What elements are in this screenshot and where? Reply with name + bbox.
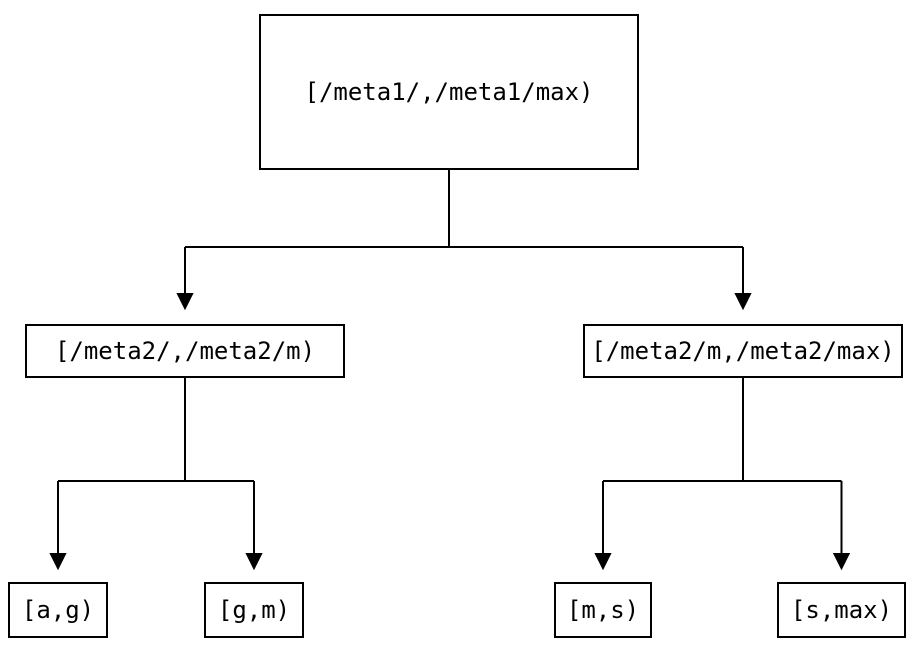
arrowhead-to-leaf-ms [594,553,612,571]
arrowhead-to-leaf-smax [832,553,851,571]
tree-node-leaf-ag-label: [a,g) [21,596,95,624]
tree-node-root: [/meta1/,/meta1/max) [259,14,639,170]
tree-node-meta2-high-label: [/meta2/m,/meta2/max) [591,337,895,365]
tree-node-meta2-low-label: [/meta2/,/meta2/m) [54,337,316,365]
edge-group-meta2-low [49,378,263,571]
arrowhead-to-leaf-gm [245,553,263,571]
tree-node-leaf-smax: [s,max) [777,582,906,638]
tree-node-leaf-ms: [m,s) [554,582,652,638]
arrowhead-to-meta2-low [176,293,194,311]
tree-node-leaf-smax-label: [s,max) [790,596,893,624]
tree-node-meta2-high: [/meta2/m,/meta2/max) [583,324,903,378]
tree-node-leaf-ms-label: [m,s) [566,596,640,624]
arrowhead-to-meta2-high [734,293,752,311]
tree-node-leaf-gm: [g,m) [204,582,304,638]
arrowhead-to-leaf-ag [49,553,67,571]
tree-node-root-label: [/meta1/,/meta1/max) [304,78,594,106]
edge-group-meta2-high [594,378,851,571]
tree-node-meta2-low: [/meta2/,/meta2/m) [25,324,345,378]
tree-node-leaf-gm-label: [g,m) [217,596,291,624]
tree-node-leaf-ag: [a,g) [8,582,108,638]
edge-group-root [176,170,752,311]
